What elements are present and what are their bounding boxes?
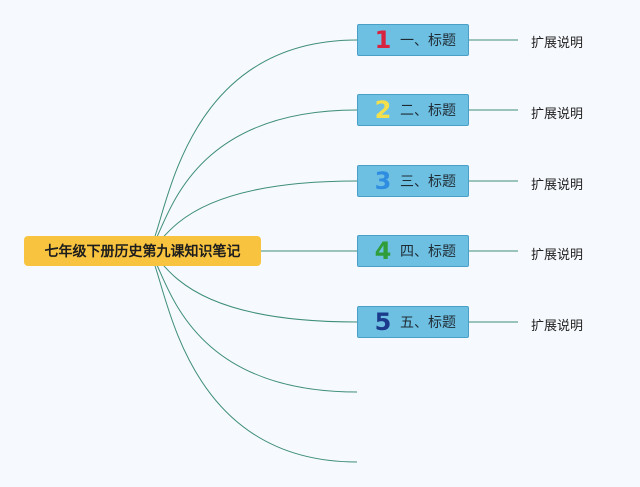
branch-topic-4[interactable]: 4 四、标题: [357, 235, 469, 267]
branch-topic-5[interactable]: 5 五、标题: [357, 306, 469, 338]
branch-topic-label-5: 五、标题: [400, 315, 456, 331]
branch-topic-label-4: 四、标题: [400, 244, 456, 260]
number-badge-1: 1: [374, 26, 392, 54]
extension-note-2[interactable]: 扩展说明: [531, 107, 584, 122]
extension-note-5[interactable]: 扩展说明: [531, 319, 584, 334]
root-topic-label: 七年级下册历史第九课知识笔记: [44, 244, 241, 260]
branch-topic-label-3: 三、标题: [400, 174, 456, 190]
number-badge-4: 4: [374, 237, 392, 265]
number-badge-3: 3: [374, 167, 392, 195]
root-topic[interactable]: 七年级下册历史第九课知识笔记: [24, 236, 261, 266]
number-badge-5: 5: [374, 308, 392, 336]
branch-topic-label-2: 二、标题: [400, 103, 456, 119]
branch-topic-3[interactable]: 3 三、标题: [357, 165, 469, 197]
branch-topic-1[interactable]: 1 一、标题: [357, 24, 469, 56]
branch-connector-1: [145, 39, 358, 252]
branch-connector-7: [145, 250, 358, 463]
branch-topic-2[interactable]: 2 二、标题: [357, 94, 469, 126]
branch-connector-2: [145, 109, 358, 252]
branch-topic-label-1: 一、标题: [400, 33, 456, 49]
extension-note-3[interactable]: 扩展说明: [531, 178, 584, 193]
extension-note-4[interactable]: 扩展说明: [531, 248, 584, 263]
extension-note-1[interactable]: 扩展说明: [531, 36, 584, 51]
number-badge-2: 2: [374, 96, 392, 124]
